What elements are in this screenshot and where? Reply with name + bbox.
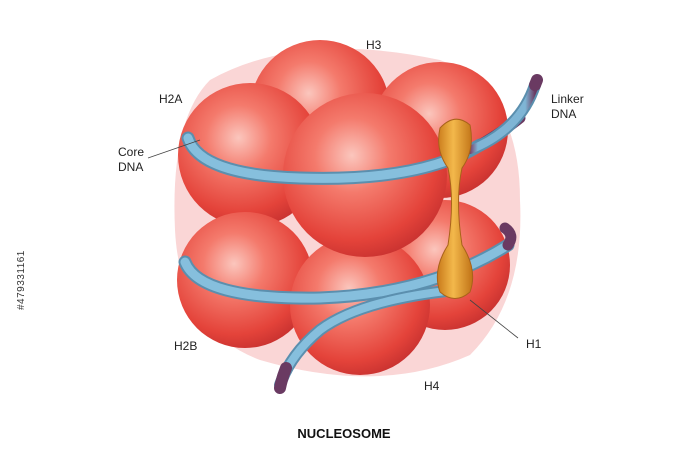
label-linker-dna-line1: Linker: [551, 92, 584, 107]
label-linker-dna-line2: DNA: [551, 107, 584, 122]
diagram-title: NUCLEOSOME: [0, 426, 688, 441]
label-h1: H1: [526, 337, 541, 352]
label-h4: H4: [424, 379, 439, 394]
label-linker-dna: Linker DNA: [551, 92, 584, 122]
label-core-dna-line1: Core: [118, 145, 144, 160]
label-core-dna: Core DNA: [118, 145, 144, 175]
label-core-dna-line2: DNA: [118, 160, 144, 175]
label-h2b: H2B: [174, 339, 197, 354]
stock-id: #479331161: [16, 250, 27, 310]
histone-octamer: [177, 40, 510, 375]
label-h2a: H2A: [159, 92, 182, 107]
label-h3: H3: [366, 38, 381, 53]
